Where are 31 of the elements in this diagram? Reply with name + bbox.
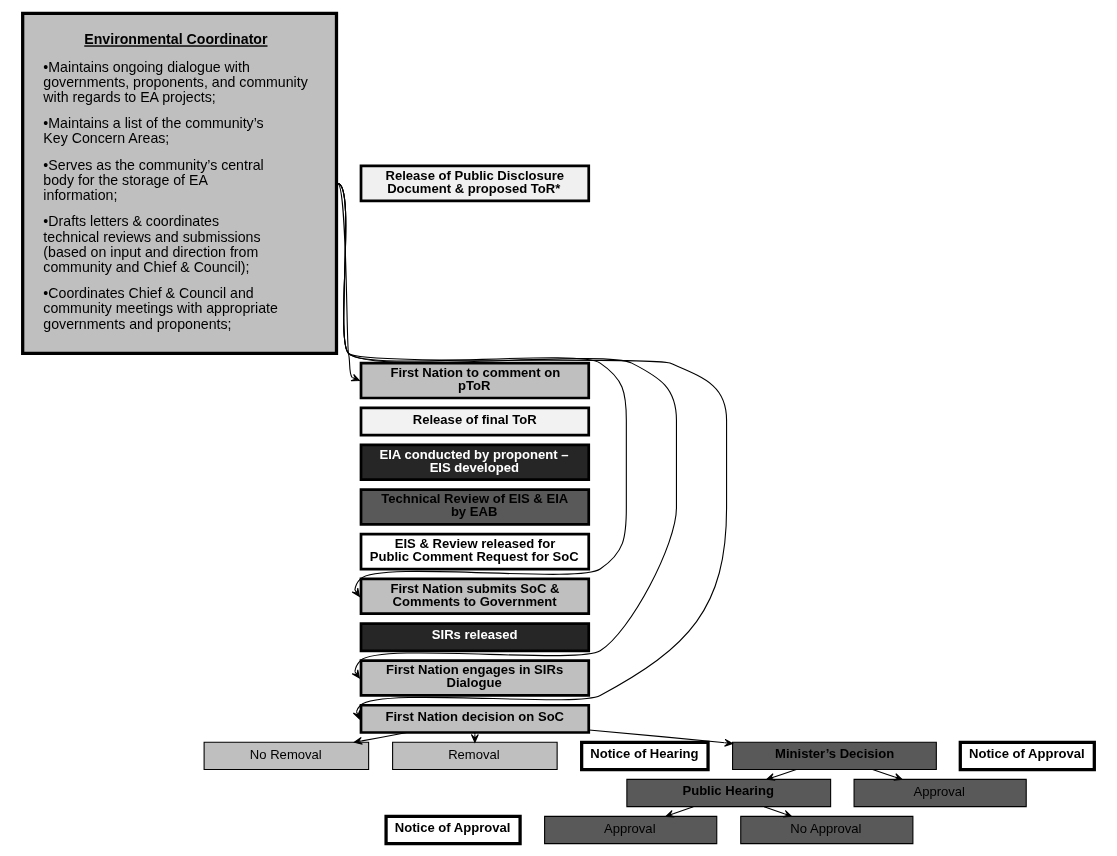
node-box: First Nation to comment on pToR: [359, 361, 591, 399]
node-box: Technical Review of EIS & EIA by EAB: [359, 487, 591, 526]
node-box: Environmental Coordinator •Maintains ongoing dialogue with governments, proponents, and community with regards to EA projects; •Maintains a list of the community’s Key Concern Areas; •Serves as the community’s central body for the storage of EA information; •Drafts letters & coordinates technical reviews and submissions (based on input and direction from community and Chief & Council); •Coordinates Chief & Council and community meetings with appropriate governments and proponents;: [21, 11, 339, 355]
node-box: Approval: [853, 778, 1027, 807]
node-box: Removal: [392, 741, 558, 770]
node-box: First Nation submits SoC & Comments to Government: [359, 577, 591, 615]
node-box: Public Hearing: [626, 778, 832, 807]
arrow: [588, 728, 733, 747]
arrow: [353, 731, 408, 745]
arrow: [337, 182, 677, 679]
arrow: [763, 805, 792, 818]
node-box: Minister’s Decision: [732, 741, 937, 770]
arrow: [872, 768, 903, 781]
node-box: Notice of Approval: [384, 814, 522, 845]
arrow: [337, 182, 627, 597]
node-box: First Nation engages in SIRs Dialogue: [359, 658, 591, 697]
arrow: [665, 805, 694, 818]
arrow: [337, 182, 360, 381]
arrow: [470, 731, 479, 743]
node-box: No Removal: [203, 741, 370, 770]
node-box: Release of Public Disclosure Document & proposed ToR*: [359, 164, 591, 202]
node-box: SIRs released: [359, 621, 591, 652]
node-box: No Approval: [740, 815, 914, 844]
node-box: EIS & Review released for Public Comment Request for SoC: [359, 532, 591, 570]
node-box: Notice of Hearing: [580, 740, 710, 771]
arrow: [766, 768, 797, 781]
node-box: Release of final ToR: [359, 405, 591, 436]
node-box: Notice of Approval: [958, 740, 1096, 771]
node-box: EIA conducted by proponent – EIS developed: [359, 442, 591, 481]
arrow: [337, 182, 728, 719]
node-box: Approval: [544, 815, 718, 844]
